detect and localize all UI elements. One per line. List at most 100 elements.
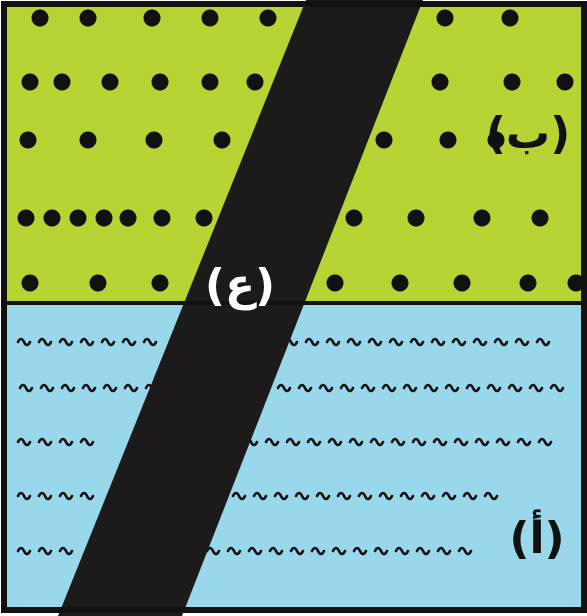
rock-dot [259, 9, 277, 27]
rock-wave-mark [315, 491, 331, 501]
rock-wave-mark [346, 337, 362, 347]
rock-dot [89, 274, 107, 292]
rock-wave-mark [357, 491, 373, 501]
rock-wave-mark [310, 546, 326, 556]
rock-wave-mark [352, 546, 368, 556]
rock-dot [69, 209, 87, 227]
rock-dot [439, 131, 457, 149]
rock-wave-mark [318, 383, 334, 393]
rock-wave-mark [81, 383, 97, 393]
rock-dot [436, 9, 454, 27]
rock-dot [201, 73, 219, 91]
rock-wave-mark [474, 437, 490, 447]
rock-wave-mark [16, 491, 32, 501]
rock-wave-mark [402, 383, 418, 393]
rock-wave-mark [394, 546, 410, 556]
rock-wave-mark [123, 383, 139, 393]
rock-wave-mark [411, 437, 427, 447]
rock-wave-mark [16, 337, 32, 347]
rock-dot [53, 73, 71, 91]
rock-wave-mark [381, 383, 397, 393]
rock-wave-mark [436, 546, 452, 556]
rock-dot [246, 73, 264, 91]
rock-wave-mark [451, 337, 467, 347]
rock-dot [43, 209, 61, 227]
rock-wave-mark [472, 337, 488, 347]
rock-wave-mark [102, 383, 118, 393]
rock-dot [145, 131, 163, 149]
rock-wave-mark [390, 437, 406, 447]
rock-wave-mark [264, 437, 280, 447]
rock-wave-mark [142, 337, 158, 347]
rock-wave-mark [226, 546, 242, 556]
rock-wave-mark [432, 437, 448, 447]
rock-wave-mark [285, 437, 301, 447]
rock-dot [153, 209, 171, 227]
rock-wave-mark [420, 491, 436, 501]
rock-dot [391, 274, 409, 292]
rock-dot [21, 73, 39, 91]
rock-wave-mark [60, 383, 76, 393]
rock-dot [195, 209, 213, 227]
rock-wave-mark [336, 491, 352, 501]
rock-dot [556, 73, 574, 91]
rock-wave-mark [415, 546, 431, 556]
rock-wave-mark [39, 383, 55, 393]
rock-dot [213, 131, 231, 149]
rock-dot [21, 274, 39, 292]
rock-dot [431, 73, 449, 91]
rock-dot [79, 9, 97, 27]
rock-wave-mark [231, 491, 247, 501]
rock-wave-mark [16, 437, 32, 447]
rock-wave-mark [297, 383, 313, 393]
rock-wave-mark [325, 337, 341, 347]
rock-wave-mark [79, 337, 95, 347]
rock-wave-mark [348, 437, 364, 447]
rock-dot [101, 73, 119, 91]
rock-dot [453, 274, 471, 292]
rock-wave-mark [457, 546, 473, 556]
rock-wave-mark [483, 491, 499, 501]
rock-wave-mark [465, 383, 481, 393]
rock-wave-mark [58, 546, 74, 556]
rock-wave-mark [535, 337, 551, 347]
rock-dot [375, 131, 393, 149]
rock-wave-mark [516, 437, 532, 447]
rock-dot [531, 209, 549, 227]
rock-wave-mark [388, 337, 404, 347]
rock-dot [326, 274, 344, 292]
rock-wave-mark [409, 337, 425, 347]
rock-wave-mark [528, 383, 544, 393]
rock-wave-mark [37, 337, 53, 347]
rock-wave-mark [507, 383, 523, 393]
rock-wave-mark [79, 437, 95, 447]
rock-wave-mark [378, 491, 394, 501]
rock-dot [567, 274, 585, 292]
rock-dot [19, 131, 37, 149]
label-intrusion: (ع) [205, 260, 275, 311]
rock-wave-mark [514, 337, 530, 347]
rock-wave-mark [369, 437, 385, 447]
rock-wave-mark [360, 383, 376, 393]
rock-wave-mark [16, 546, 32, 556]
rock-wave-mark [276, 383, 292, 393]
rock-wave-mark [273, 491, 289, 501]
rock-wave-mark [121, 337, 137, 347]
rock-wave-mark [423, 383, 439, 393]
label-lower-layer: (أ) [509, 509, 564, 564]
rock-wave-mark [289, 546, 305, 556]
rock-wave-mark [79, 491, 95, 501]
rock-wave-mark [18, 383, 34, 393]
rock-wave-mark [373, 546, 389, 556]
rock-wave-mark [268, 546, 284, 556]
rock-dot [17, 209, 35, 227]
rock-wave-mark [493, 337, 509, 347]
rock-wave-mark [495, 437, 511, 447]
rock-dot [31, 9, 49, 27]
rock-dot [503, 73, 521, 91]
rock-wave-mark [453, 437, 469, 447]
rock-wave-mark [537, 437, 553, 447]
